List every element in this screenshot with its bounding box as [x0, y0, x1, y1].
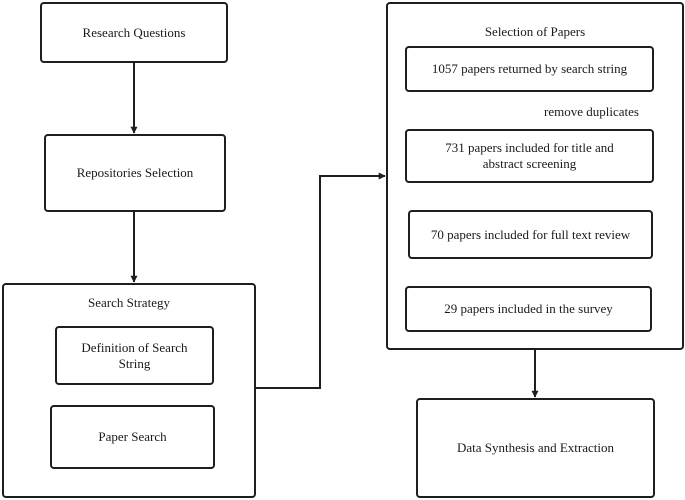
step-731-papers-box: 731 papers included for title and abstra… — [405, 129, 654, 183]
selection-of-papers-title: Selection of Papers — [484, 24, 586, 39]
step-70-papers-label: 70 papers included for full text review — [430, 226, 631, 242]
repositories-selection-box: Repositories Selection — [44, 134, 226, 212]
remove-duplicates-label: remove duplicates — [544, 104, 639, 119]
step-731-papers-label: 731 papers included for title and abstra… — [445, 140, 614, 171]
search-strategy-title: Search Strategy — [88, 295, 170, 310]
step-29-papers-box: 29 papers included in the survey — [405, 286, 652, 332]
paper-search-label: Paper Search — [98, 429, 167, 444]
step-1057-papers-box: 1057 papers returned by search string — [405, 46, 654, 92]
paper-search-box: Paper Search — [50, 405, 215, 469]
definition-of-search-string-label: Definition of Search String — [81, 339, 188, 371]
research-questions-box: Research Questions — [40, 2, 228, 63]
research-questions-label: Research Questions — [82, 24, 186, 40]
step-29-papers-label: 29 papers included in the survey — [444, 301, 613, 316]
step-1057-papers-label: 1057 papers returned by search string — [431, 61, 628, 76]
step-70-papers-box: 70 papers included for full text review — [408, 210, 653, 259]
definition-of-search-string-box: Definition of Search String — [55, 326, 214, 385]
data-synthesis-box: Data Synthesis and Extraction — [416, 398, 655, 498]
arrow-strategy-to-selection — [256, 172, 386, 389]
repositories-selection-label: Repositories Selection — [76, 165, 194, 180]
data-synthesis-label: Data Synthesis and Extraction — [456, 440, 615, 455]
